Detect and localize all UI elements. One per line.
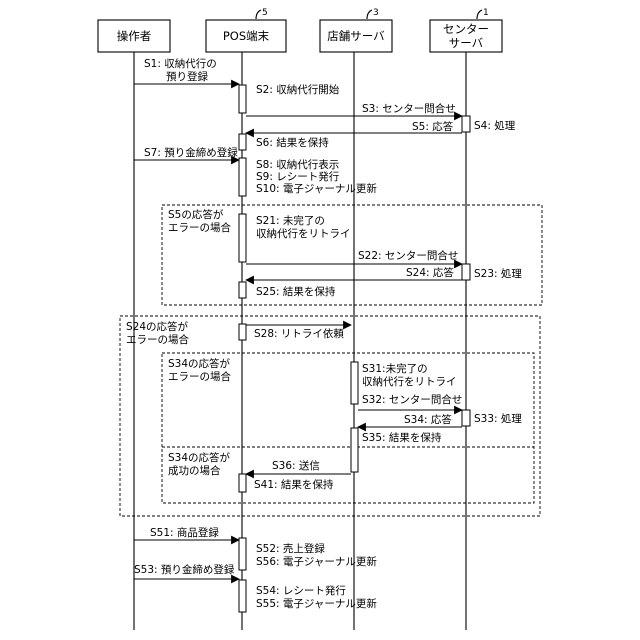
participant-center: センター サーバ 1	[430, 8, 502, 52]
step-s41: S41: 結果を保持	[254, 478, 334, 491]
step-s24: S24: 応答	[406, 266, 454, 279]
activation-pos-s21	[239, 214, 246, 262]
step-s6: S6: 結果を保持	[256, 136, 329, 149]
participant-pos: POS端末 5	[206, 8, 286, 52]
condition-s34-error-line2: エラーの場合	[168, 370, 231, 383]
condition-s34-success-line2: 成功の場合	[168, 464, 221, 477]
step-s21-line2: 収納代行をリトライ	[256, 227, 351, 240]
step-s25: S25: 結果を保持	[256, 285, 336, 298]
activation-pos-s41	[239, 474, 246, 492]
step-s33: S33: 処理	[474, 412, 522, 425]
participant-center-name-line2: サーバ	[449, 36, 484, 50]
pos-ref-leader	[256, 10, 261, 19]
participant-operator: 操作者	[98, 20, 170, 52]
step-s8: S8: 収納代行表示	[256, 158, 339, 171]
participant-pos-name: POS端末	[223, 29, 270, 43]
step-s4: S4: 処理	[474, 119, 516, 132]
step-s21-line1: S21: 未完了の	[256, 214, 325, 227]
activation-pos-s28	[239, 324, 246, 340]
activation-pos-s6	[239, 134, 246, 150]
activation-pos-s52	[239, 538, 246, 570]
participant-center-name-line1: センター	[443, 22, 489, 36]
step-s34: S34: 応答	[404, 413, 452, 426]
step-s53: S53: 預り金締め登録	[134, 563, 235, 576]
activation-pos-s25	[239, 282, 246, 298]
activation-pos-s8	[239, 158, 246, 196]
step-s52: S52: 売上登録	[256, 542, 325, 555]
step-s23: S23: 処理	[474, 267, 522, 280]
step-s35: S35: 結果を保持	[362, 431, 442, 444]
step-s9: S9: レシート発行	[256, 170, 340, 183]
participant-pos-ref: 5	[262, 8, 268, 18]
step-s1-line1: S1: 収納代行の	[144, 57, 217, 70]
step-s56: S56: 電子ジャーナル更新	[256, 555, 377, 568]
condition-s5-error-line1: S5の応答が	[168, 208, 224, 221]
activation-center-s23	[462, 264, 470, 280]
condition-s34-error-line1: S34の応答が	[168, 357, 231, 370]
center-ref-leader	[477, 10, 482, 19]
activation-pos-s54	[239, 580, 246, 612]
store-ref-leader	[367, 10, 372, 19]
step-s36: S36: 送信	[272, 459, 320, 472]
step-s3: S3: センター問合せ	[362, 102, 456, 115]
participant-center-ref: 1	[483, 8, 489, 18]
step-s28: S28: リトライ依頼	[254, 327, 344, 340]
participant-store-ref: 3	[373, 8, 379, 18]
step-s1-line2: 預り登録	[166, 70, 208, 83]
activation-center-s4	[462, 116, 470, 132]
activation-store-s35	[351, 428, 358, 472]
activation-store-s31	[351, 362, 358, 404]
step-s2: S2: 収納代行開始	[256, 83, 340, 96]
participant-store: 店舗サーバ 3	[320, 8, 392, 52]
step-s32: S32: センター問合せ	[362, 393, 462, 406]
activation-center-s33	[462, 410, 470, 426]
participant-operator-name: 操作者	[117, 29, 152, 43]
step-s10: S10: 電子ジャーナル更新	[256, 182, 377, 195]
condition-s5-error-line2: エラーの場合	[168, 221, 231, 234]
activation-pos-s2	[239, 85, 246, 113]
condition-s34-success-line1: S34の応答が	[168, 451, 231, 464]
step-s31-line2: 収納代行をリトライ	[362, 375, 457, 388]
step-s31-line1: S31:未完了の	[362, 362, 428, 375]
condition-s24-error-line2: エラーの場合	[126, 333, 189, 346]
step-s55: S55: 電子ジャーナル更新	[256, 597, 377, 610]
step-s22: S22: センター問合せ	[358, 249, 458, 262]
condition-s24-error-line1: S24の応答が	[126, 320, 189, 333]
participant-store-name: 店舗サーバ	[327, 29, 385, 43]
step-s51: S51: 商品登録	[150, 526, 219, 539]
step-s7: S7: 預り金締め登録	[144, 146, 238, 159]
step-s54: S54: レシート発行	[256, 584, 346, 597]
step-s5: S5: 応答	[412, 120, 454, 133]
